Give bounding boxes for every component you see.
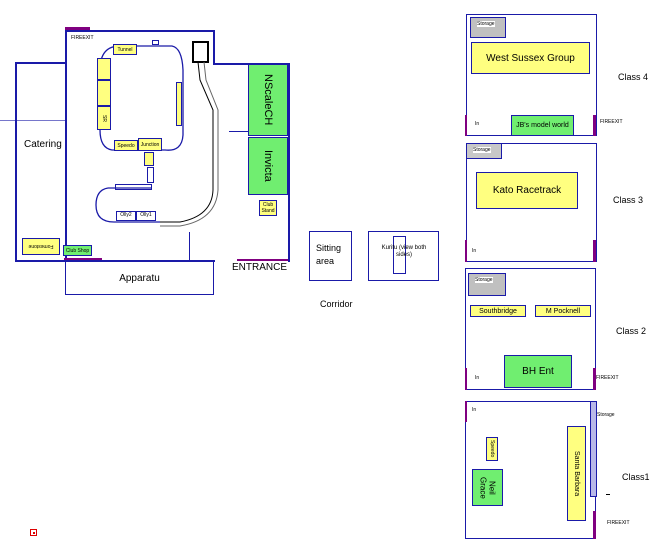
class3-storage: Storage (466, 143, 502, 159)
entrance-door (237, 259, 288, 261)
in-label: In (472, 407, 477, 413)
nscalech-layout[interactable]: NScaleCH (248, 64, 288, 136)
fire-exit-door (593, 368, 596, 390)
mainline-track (160, 61, 219, 227)
layout-module[interactable] (176, 82, 182, 126)
catering-label: Catering (24, 139, 62, 150)
layout-module[interactable] (144, 152, 154, 166)
corridor-label: Corridor (320, 299, 353, 309)
door (465, 115, 467, 136)
jbs-model-world-layout[interactable]: JB's model world (511, 115, 574, 136)
wall (15, 62, 65, 64)
junction-module[interactable]: Junction (138, 138, 162, 151)
neil-grace-layout[interactable]: Neil Grace (472, 469, 503, 506)
track-end-buffer (192, 41, 209, 63)
apparatu-label: Apparatu (119, 272, 160, 284)
door (593, 240, 596, 262)
layout-module[interactable] (97, 80, 111, 106)
kuritu-label: Kuritu (view both sides) (381, 245, 427, 258)
door (465, 401, 467, 422)
fire-exit-label: FIREEXIT (71, 35, 94, 41)
wall (189, 232, 190, 262)
fire-exit-door (65, 27, 90, 30)
southbridge-layout[interactable]: Southbridge (470, 305, 526, 317)
layout-module[interactable] (147, 167, 154, 183)
fire-exit-door (593, 511, 596, 539)
class3-label: Class 3 (613, 195, 644, 205)
apparatu-room: Apparatu (65, 261, 214, 295)
santa-barbara-layout[interactable]: Santa Barbara (567, 426, 586, 521)
kuritu-area: Kuritu (view both sides) (368, 231, 439, 281)
fire-exit-label: FIREEXIT (600, 119, 623, 125)
wall (65, 30, 67, 262)
kato-racetrack-layout[interactable]: Kato Racetrack (476, 172, 578, 209)
wall (229, 131, 249, 132)
layout-module[interactable] (115, 184, 152, 190)
bh-ent-layout[interactable]: BH Ent (504, 355, 572, 388)
in-label: In (475, 121, 480, 127)
fire-exit-door (593, 115, 596, 136)
marker-icon (30, 529, 37, 536)
tunnel-module[interactable]: Tunnel (113, 44, 137, 55)
invicta-layout[interactable]: Invicta (248, 137, 288, 195)
door (465, 240, 467, 262)
class4-storage: Storage (470, 17, 506, 38)
club-shop[interactable]: Club Shop (63, 245, 92, 256)
fire-exit-label: FIREEXIT (596, 375, 619, 381)
wall (288, 63, 290, 262)
in-label: In (472, 248, 477, 254)
wall (15, 62, 17, 262)
olly2-module[interactable]: Olly2 (116, 211, 136, 221)
west-sussex-layout[interactable]: West Sussex Group (471, 42, 590, 74)
class4-label: Class 4 (618, 72, 649, 82)
exit-door (64, 258, 102, 260)
lower-track-loop (95, 187, 160, 223)
class2-storage: Storage (468, 273, 506, 296)
track-layout (95, 41, 219, 227)
wall (213, 30, 215, 64)
class1-label: Class1 (622, 472, 650, 482)
m-pocknell-layout[interactable]: M Pocknell (535, 305, 591, 317)
in-label: In (475, 375, 480, 381)
dash-mark (606, 494, 610, 495)
wall (65, 30, 213, 32)
entrance-label: ENTRANCE (232, 262, 288, 273)
olly1-module[interactable]: Olly1 (136, 211, 156, 221)
door (465, 368, 467, 390)
sitting-area: Sitting area (309, 231, 352, 281)
class2-label: Class 2 (616, 326, 647, 336)
track-joint (152, 40, 159, 45)
storage-label: Storage (597, 412, 615, 418)
club-stand[interactable]: Club Stand (259, 200, 277, 216)
mainline-track (160, 61, 214, 223)
speedo-layout[interactable]: Speedo (486, 437, 498, 461)
class1-storage (590, 401, 597, 497)
sr-module[interactable]: SR (97, 106, 111, 130)
fire-exit-label: FIREEXIT (607, 520, 630, 526)
layout-module[interactable] (97, 58, 111, 80)
kuritu-layout[interactable] (393, 236, 406, 274)
fomestone-layout[interactable]: Fomestone (22, 238, 60, 255)
speedo-module[interactable]: Speedo (114, 140, 138, 151)
upper-track-loop (99, 45, 184, 151)
wall (0, 120, 65, 121)
